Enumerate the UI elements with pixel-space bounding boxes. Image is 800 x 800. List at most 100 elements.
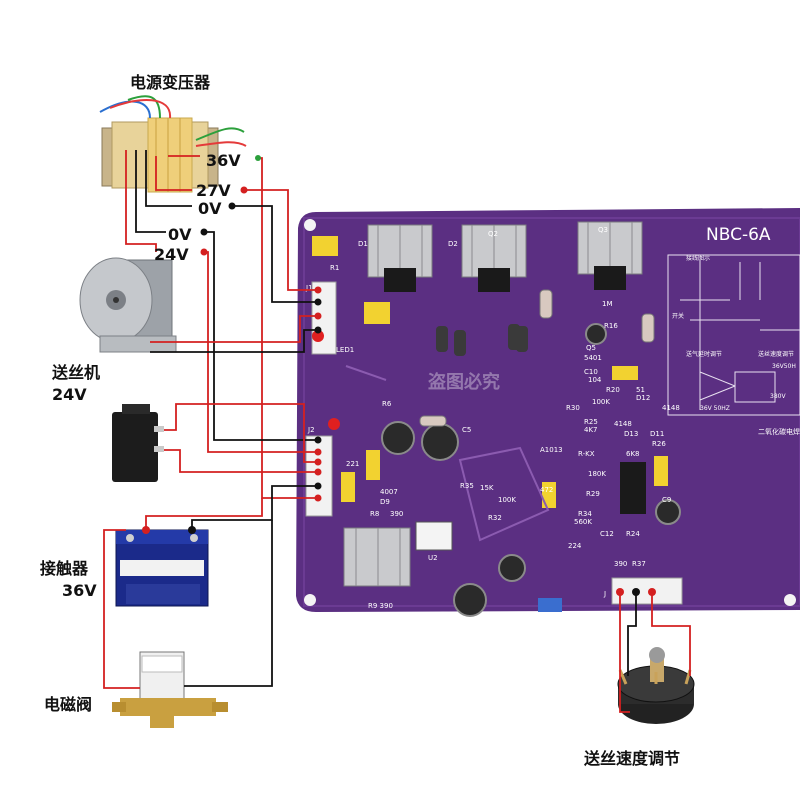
- silk-r16: R16: [604, 322, 618, 330]
- silk-15k: 15K: [480, 484, 494, 492]
- diode: [436, 326, 448, 352]
- silk-j: J: [603, 590, 606, 598]
- heatsink-d1: [367, 224, 433, 292]
- voltage-0v-label-a: 0V: [198, 199, 222, 218]
- wire-0v-a: [232, 205, 318, 303]
- valve-label: 电磁阀: [44, 695, 92, 714]
- wire-0v-a-lead: [145, 150, 192, 207]
- silk-4007: 4007: [380, 488, 398, 496]
- pcb-schematic-speed: 送丝速度调节: [758, 350, 794, 358]
- silk-q2: Q2: [488, 230, 498, 238]
- silk-r35: R35: [460, 482, 474, 490]
- silk-r8-val: 390: [390, 510, 403, 518]
- ic-chip: [620, 462, 646, 514]
- diode: [454, 330, 466, 356]
- motor-voltage-label: 24V: [52, 385, 87, 404]
- silk-c10: C10: [584, 368, 598, 376]
- silk-r25: R25: [584, 418, 598, 426]
- silk-100k2: 100K: [592, 398, 610, 406]
- transformer: [99, 95, 247, 193]
- wire-motor-red: [150, 315, 318, 343]
- silk-d9: D9: [380, 498, 390, 506]
- silk-u2: U2: [428, 554, 438, 562]
- silk-r24: R24: [626, 530, 640, 538]
- contactor-voltage-label: 36V: [62, 581, 97, 600]
- capacitor: [366, 450, 380, 480]
- pcb-schematic-36v: 36V50H: [772, 363, 796, 370]
- silk-4148a: 4148: [662, 404, 680, 412]
- wire-pot-2: [627, 592, 637, 676]
- silk-r1: R1: [330, 264, 339, 272]
- pcb-schematic-rect: 二氧化碳电焊机: [758, 427, 800, 436]
- solenoid-valve: [112, 651, 228, 728]
- silk-d2: D2: [448, 240, 458, 248]
- silk-r6: R6: [382, 400, 392, 408]
- wire-24v-lead: [125, 150, 157, 252]
- resistor: [419, 415, 447, 427]
- micro-switch: [112, 404, 164, 482]
- capacitor: [612, 366, 638, 380]
- transformer-label: 电源变压器: [130, 73, 211, 92]
- voltage-27v-label: 27V: [196, 181, 231, 200]
- electrolytic-capacitor: [381, 421, 415, 455]
- resistor: [641, 313, 655, 343]
- pcb-schematic-title: 接线图示: [686, 254, 710, 262]
- silk-r37: R37: [632, 560, 646, 568]
- voltage-36v-label: 36V: [206, 151, 241, 170]
- pcb-traces: [345, 365, 550, 542]
- silk-100k: 100K: [498, 496, 516, 504]
- silk-d12: D12: [636, 394, 650, 402]
- electrolytic-capacitor: [655, 499, 681, 525]
- wire-valve-black: [184, 520, 273, 687]
- silk-4k7: 4K7: [584, 426, 598, 434]
- electrolytic-capacitor: [585, 323, 607, 345]
- silk-51: 51: [636, 386, 645, 394]
- silk-6k8: 6K8: [626, 450, 640, 458]
- silk-r8: R8: [370, 510, 379, 518]
- wire-feed-motor: [79, 257, 177, 353]
- silk-r20: R20: [606, 386, 620, 394]
- capacitor: [542, 482, 556, 508]
- silk-1m: 1M: [602, 300, 613, 308]
- heatsink-bottom: [343, 527, 411, 587]
- capacitor: [654, 456, 668, 486]
- wire-pot-3: [651, 592, 691, 676]
- voltage-0v-label-b: 0V: [168, 225, 192, 244]
- pcb-board: 接线图示 送气延时调节 送丝速度调节 开关 36V50H 380V 二氧化碳电焊…: [296, 208, 800, 617]
- silk-5401: 5401: [584, 354, 602, 362]
- terminal-dots: [142, 155, 656, 596]
- wire-36v-contactor: [145, 498, 263, 530]
- resistor: [539, 289, 553, 319]
- led1: [312, 330, 324, 342]
- electrolytic-capacitor: [498, 554, 526, 582]
- watermark: 盗图必究: [428, 371, 500, 393]
- silk-rkx: R-KX: [578, 450, 595, 458]
- silk-r32: R32: [488, 514, 502, 522]
- silk-r34: R34: [578, 510, 592, 518]
- pcb-schematic: [667, 254, 800, 416]
- silk-c12: C12: [600, 530, 614, 538]
- silk-j1: J1: [305, 284, 313, 292]
- capacitor: [312, 236, 338, 256]
- pcb-schematic-380v: 380V: [770, 393, 786, 400]
- silk-r9: R9 390: [368, 602, 393, 610]
- capacitor: [364, 302, 390, 324]
- connector-j1: [311, 281, 337, 355]
- silk-c5: C5: [462, 426, 471, 434]
- led2: [328, 418, 340, 430]
- silk-104: 104: [588, 376, 602, 384]
- silk-r29: R29: [586, 490, 600, 498]
- silk-221: 221: [346, 460, 359, 468]
- wire-motor-black: [150, 329, 318, 353]
- trim-potentiometer: [538, 598, 562, 612]
- wire-switch-a: [164, 403, 318, 463]
- capacitor: [341, 472, 355, 502]
- pcb-schematic-36v50hz: 36V 50HZ: [700, 405, 730, 412]
- silk-d1: D1: [358, 240, 368, 248]
- heatsink-q2: [461, 224, 527, 292]
- silk-r26: R26: [652, 440, 666, 448]
- pcb-model-label: NBC-6A: [706, 225, 771, 245]
- electrolytic-capacitor: [421, 423, 459, 461]
- silk-a1013: A1013: [540, 446, 563, 454]
